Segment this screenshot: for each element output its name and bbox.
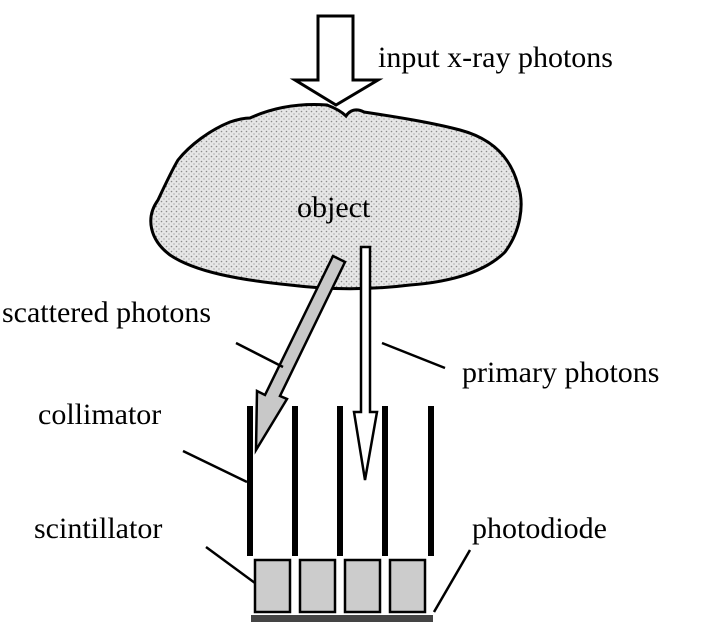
collimator-label: collimator (38, 398, 161, 431)
photodiode-strip (251, 615, 433, 622)
collimator-septum-1 (247, 406, 253, 556)
scintillator-label: scintillator (34, 512, 162, 545)
primary-photon-arrow (352, 245, 379, 481)
collimator-septum-2 (292, 406, 298, 556)
scattered-photons-label: scattered photons (2, 296, 211, 329)
primary-photons-label: primary photons (462, 356, 659, 389)
scintillator-element-3 (343, 558, 382, 614)
scintillator-element-2 (298, 558, 337, 614)
collimator-leader-line (182, 449, 248, 484)
collimator-septum-3 (337, 406, 343, 556)
scintillator-element-4 (388, 558, 427, 614)
photodiode-label: photodiode (472, 512, 607, 545)
input-arrow (289, 14, 384, 107)
collimator-septum-5 (428, 406, 434, 556)
input-photons-label: input x-ray photons (378, 41, 613, 74)
scintillator-leader-line (205, 545, 256, 585)
object-blob (149, 103, 523, 291)
object-label: object (297, 191, 371, 224)
collimator-septum-4 (382, 406, 388, 556)
scattered-photon-arrow (254, 254, 347, 455)
photodiode-leader-line (432, 549, 472, 613)
scattered-leader-line (235, 341, 284, 369)
scintillator-element-1 (253, 558, 292, 614)
primary-leader-line (381, 341, 446, 370)
